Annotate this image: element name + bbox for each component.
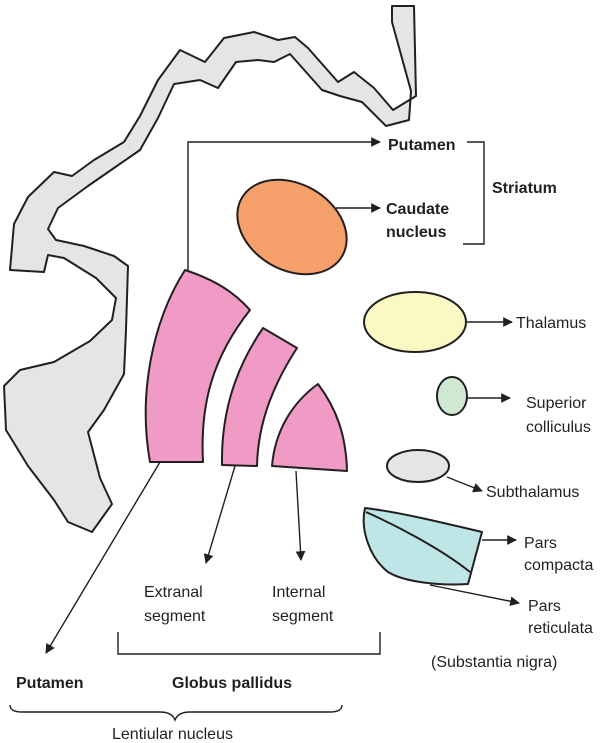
internal-arrow: [295, 470, 306, 561]
pars-reticulata-label-line1: Pars: [528, 598, 561, 615]
caudate-nucleus-shape: [236, 178, 348, 276]
caudate-label-line2: nucleus: [386, 224, 447, 241]
subthalamus-arrow: [446, 476, 483, 493]
extranal-segment-label-line2: segment: [144, 608, 206, 625]
striatum-bracket: [463, 141, 485, 245]
caudate-label-line1: Caudate: [386, 201, 449, 218]
pars-reticulata-arrow: [429, 584, 520, 607]
substantia-nigra-divider: [365, 511, 471, 573]
globus-pallidus-bracket: [117, 632, 381, 655]
extranal-segment-label-line1: Extranal: [144, 584, 203, 601]
lentiular-nucleus-label: Lentiular nucleus: [112, 726, 233, 743]
putamen-bottom-label: Putamen: [16, 675, 84, 692]
striatum-label: Striatum: [492, 180, 557, 197]
internal-segment-label-line2: segment: [272, 608, 334, 625]
superior-colliculus-label-line1: Superior: [526, 395, 587, 412]
thalamus-shape: [363, 291, 467, 353]
putamen-shape: [144, 269, 251, 463]
subthalamus-shape: [386, 449, 450, 483]
pars-compacta-label-line1: Pars: [524, 535, 557, 552]
pars-reticulata-label-line2: reticulata: [528, 620, 593, 637]
subthalamus-label: Subthalamus: [486, 484, 579, 501]
extranal-arrow: [203, 465, 236, 564]
cerebral-cortex-shape: [3, 5, 417, 533]
substantia-nigra-label: (Substantia nigra): [431, 654, 557, 671]
thalamus-label: Thalamus: [516, 315, 586, 332]
internal-segment-label-line1: Internal: [272, 584, 325, 601]
putamen-bottom-arrow: [45, 461, 161, 654]
superior-colliculus-label-line2: colliculus: [526, 419, 591, 436]
globus-pallidus-label: Globus pallidus: [172, 675, 292, 692]
putamen-top-label: Putamen: [388, 137, 456, 154]
globus-pallidus-internal-shape: [271, 383, 348, 472]
pars-compacta-label-line2: compacta: [524, 557, 593, 574]
globus-pallidus-external-shape: [220, 327, 298, 467]
substantia-nigra-shape: [362, 507, 483, 586]
putamen-top-arrow: [187, 137, 381, 270]
superior-colliculus-shape: [436, 376, 468, 416]
lentiular-nucleus-brace: [9, 704, 343, 722]
